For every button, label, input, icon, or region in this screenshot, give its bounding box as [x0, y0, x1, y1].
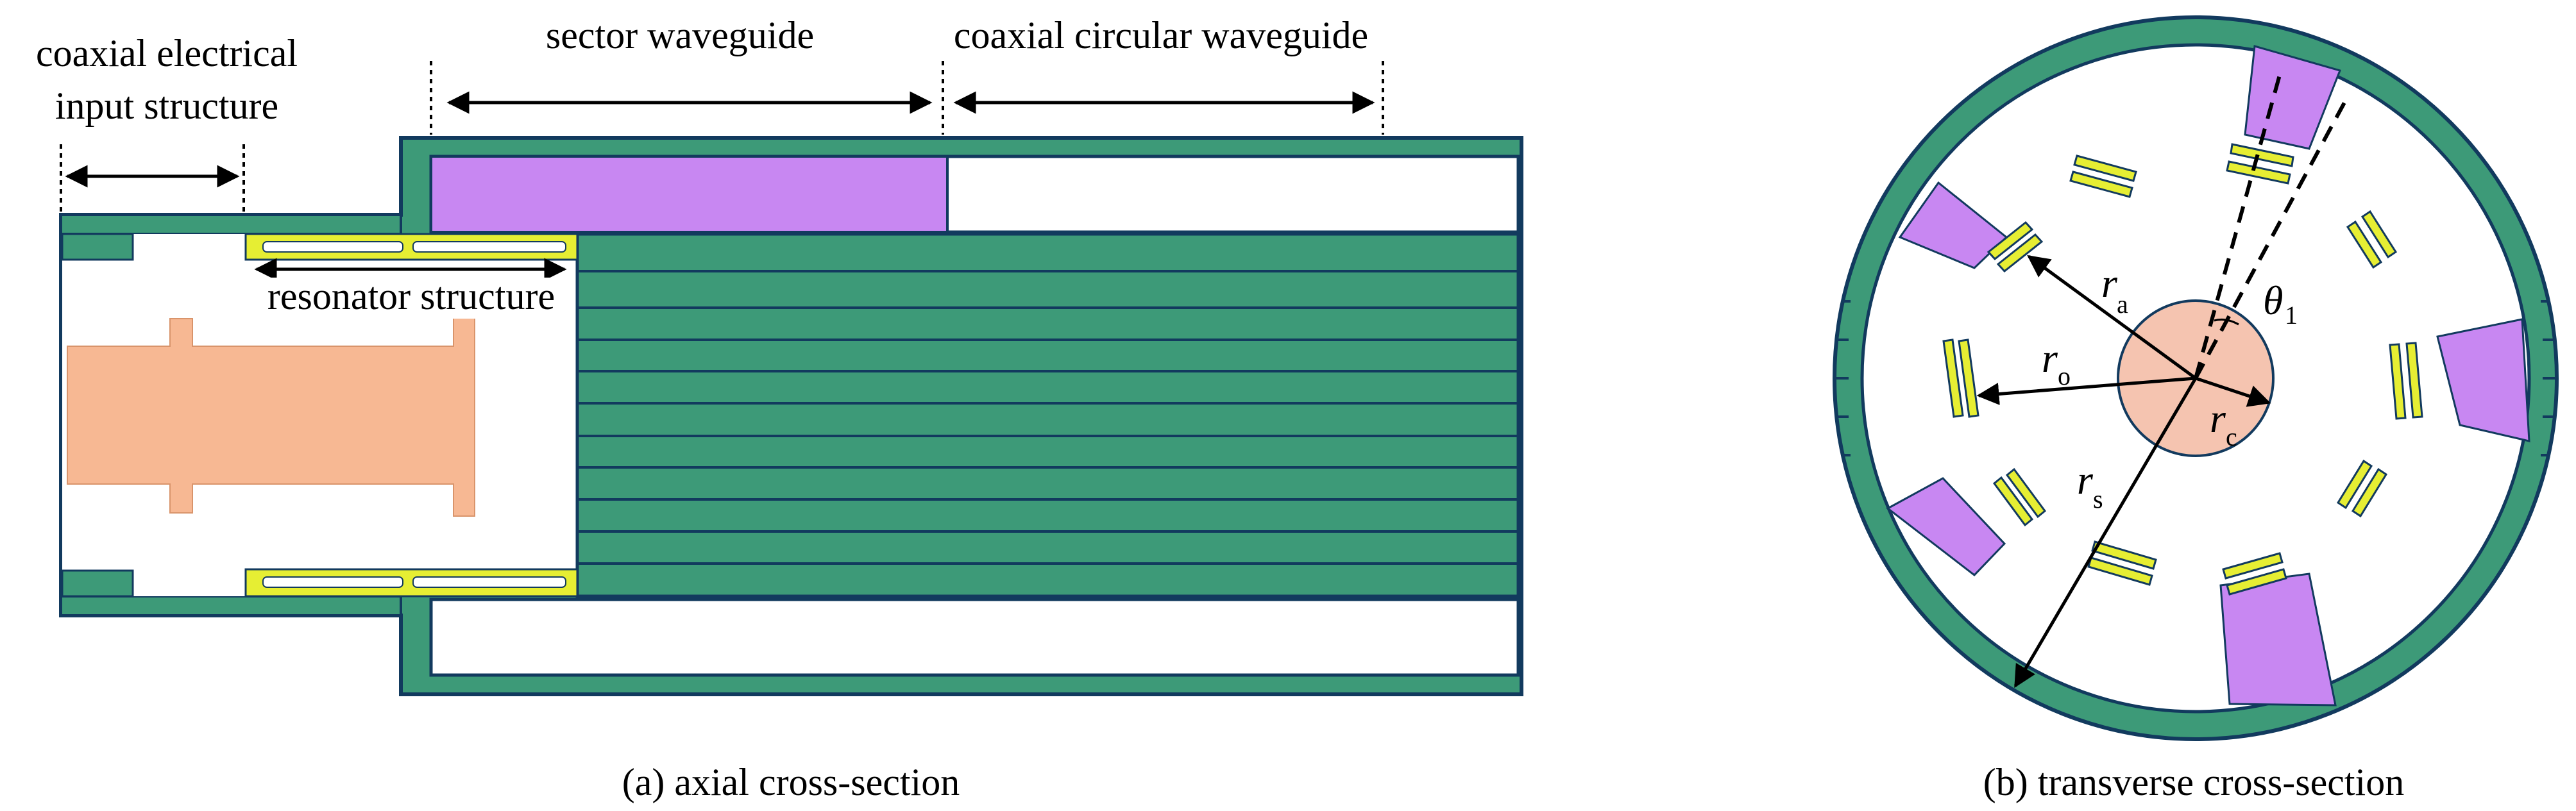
symbol-ro: r	[2042, 335, 2058, 381]
label-sector-waveguide: sector waveguide	[546, 14, 814, 56]
left-block-top	[61, 233, 134, 261]
guide-lines	[60, 61, 1384, 212]
symbol-ro-sub: o	[2058, 362, 2071, 390]
inner-conductor	[67, 315, 475, 517]
symbol-theta: θ	[2263, 278, 2283, 323]
resonator-top	[244, 233, 579, 261]
symbol-rs-sub: s	[2093, 485, 2103, 514]
symbol-theta-sub: 1	[2285, 301, 2298, 330]
resonator-label-bg	[249, 278, 573, 319]
symbol-rc: r	[2210, 396, 2226, 441]
input-wall-top	[60, 213, 402, 235]
symbol-ra-sub: a	[2117, 290, 2128, 319]
resonator-arcs	[1942, 143, 2423, 596]
label-coaxial-circular-waveguide: coaxial circular waveguide	[954, 14, 1368, 56]
sector-blocks	[1886, 45, 2530, 706]
axial-cross-section: coaxial electrical input structure secto…	[36, 14, 1523, 803]
caption-transverse: (b) transverse cross-section	[1983, 761, 2404, 803]
symbol-ra: r	[2101, 260, 2118, 306]
theta-arc	[2214, 319, 2239, 326]
label-input-line1: coaxial electrical	[36, 32, 298, 74]
symbol-rs: r	[2077, 457, 2094, 503]
caption-axial: (a) axial cross-section	[622, 761, 960, 803]
symbol-rc-sub: c	[2226, 422, 2237, 451]
striped-region	[575, 232, 1520, 598]
resonator-bottom	[244, 568, 579, 598]
sector-block-axial	[430, 155, 949, 233]
transverse-cross-section: r a r o r c r s θ 1 (b) transverse cross…	[1833, 15, 2559, 803]
input-wall-bottom	[60, 595, 402, 617]
label-input-line2: input structure	[55, 85, 278, 127]
radius-arrows	[1976, 255, 2271, 689]
label-resonator-structure: resonator structure	[267, 275, 555, 317]
dimension-arrows	[65, 91, 1375, 281]
lower-gap	[429, 598, 1520, 677]
left-block-bottom	[61, 569, 134, 598]
